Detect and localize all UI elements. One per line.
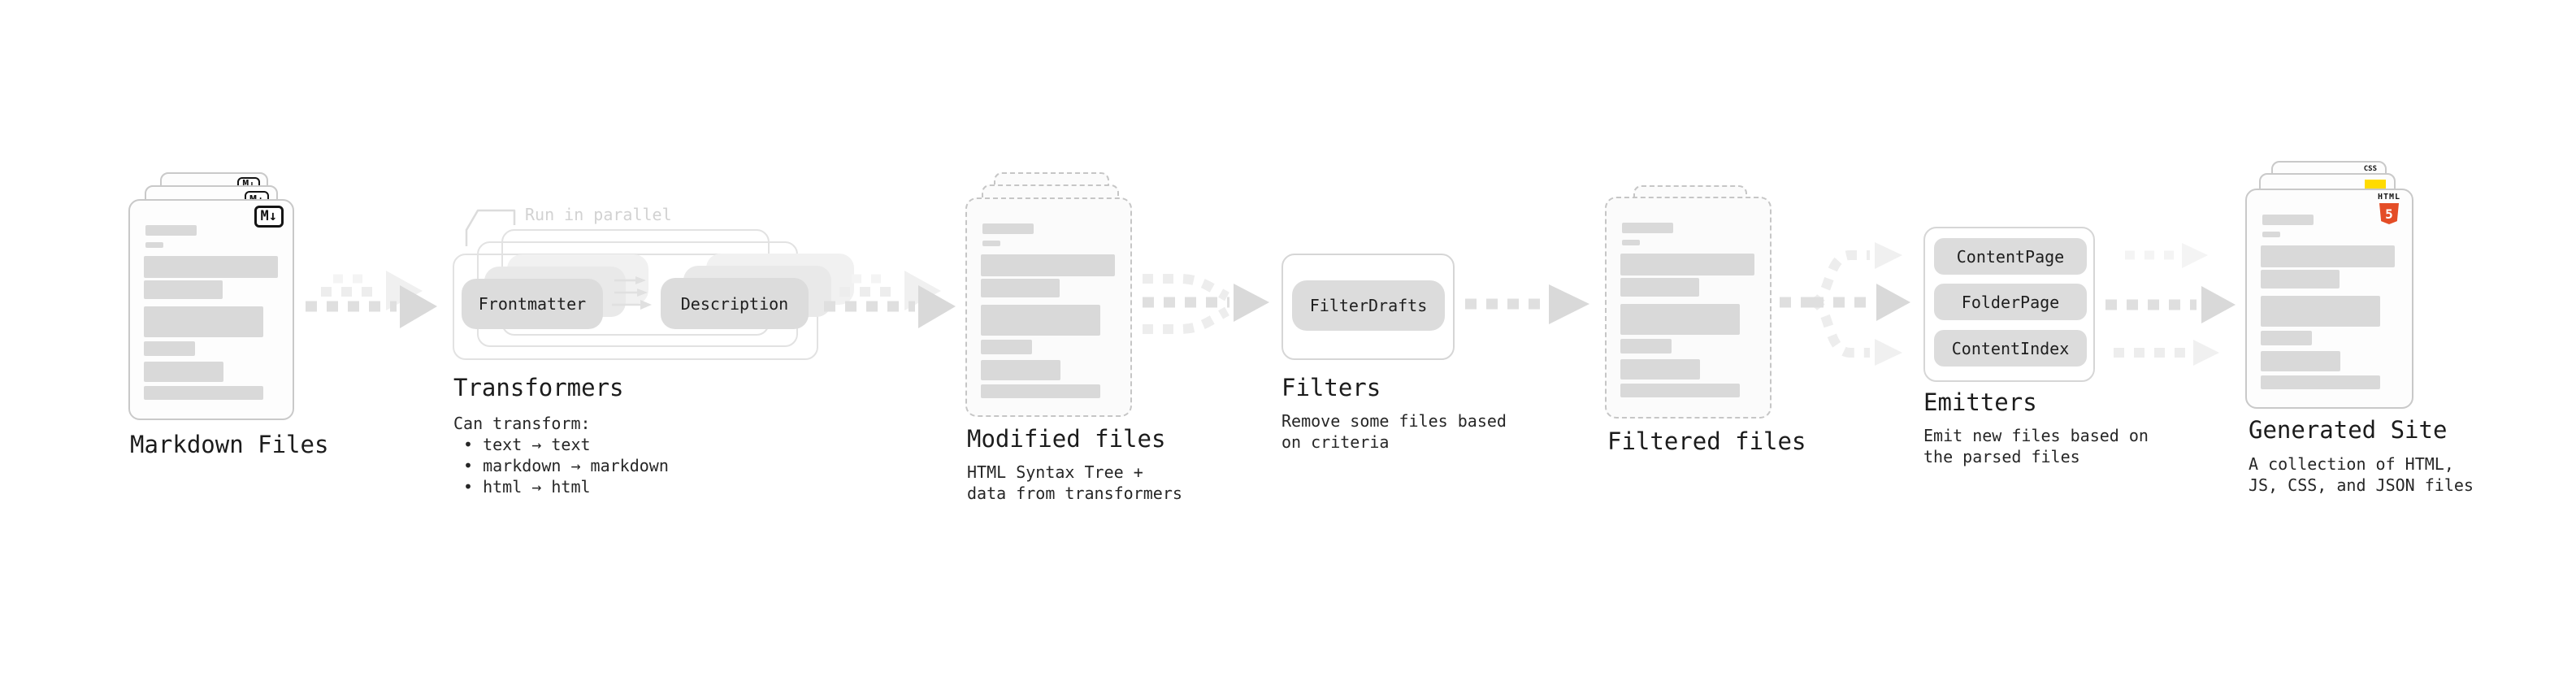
chip-folderpage: FolderPage [1934,284,2087,320]
skeleton-text-bar [2261,351,2340,371]
skeleton-text-bar [144,341,195,356]
stage-label-modified-files: Modified files [967,425,1166,453]
transformers-description: Can transform: • text → text • markdown … [453,413,669,497]
run-in-parallel-leader-line [465,209,516,246]
fan-in-arrow-modified-to-filters [1143,274,1269,334]
generated-site-description: A collection of HTML, JS, CSS, and JSON … [2249,453,2474,496]
skeleton-text-bar [2261,331,2312,345]
skeleton-text-bar [1622,223,1673,233]
modified-file-card-front [965,197,1132,417]
skeleton-text-bar [144,256,278,278]
skeleton-text-bar [982,223,1034,234]
skeleton-text-bar [1620,254,1754,275]
skeleton-text-bar [981,384,1100,398]
javascript-icon [2365,180,2386,189]
stage-label-generated-site: Generated Site [2249,416,2448,444]
markdown-icon: M↓ [254,206,284,228]
stage-label-filtered-files: Filtered files [1607,427,1806,455]
modified-files-description: HTML Syntax Tree + data from transformer… [967,462,1182,504]
chip-contentpage: ContentPage [1934,238,2087,275]
chip-frontmatter: Frontmatter [462,279,603,329]
skeleton-text-bar [2262,215,2314,225]
skeleton-text-bar [982,241,1000,246]
skeleton-text-bar [144,386,263,400]
chip-description: Description [661,278,809,329]
skeleton-text-bar [1620,384,1740,397]
desc-bullet: • text → text [463,435,591,454]
skeleton-text-bar [981,279,1060,297]
fan-out-arrow-filtered-to-emitters [1780,242,1910,366]
flow-arrows-emitters-to-generated [2105,243,2236,366]
desc-bullet: • markdown → markdown [463,456,669,475]
skeleton-text-bar [1622,240,1640,245]
generated-file-card-html: HTML 5 [2245,189,2413,409]
desc-line: HTML Syntax Tree + [967,462,1143,482]
html5-icon: HTML 5 [2377,193,2401,224]
skeleton-text-bar [145,225,197,236]
html5-icon-word: HTML [2377,193,2401,202]
stage-label-transformers: Transformers [453,374,624,401]
filters-description: Remove some files based on criteria [1281,410,1507,453]
stage-label-filters: Filters [1281,374,1381,401]
skeleton-text-bar [1620,339,1672,354]
skeleton-text-bar [144,306,263,337]
desc-line: on criteria [1281,432,1390,452]
skeleton-text-bar [1620,278,1699,297]
flow-arrow-filters-to-filtered [1465,284,1589,324]
skeleton-text-bar [981,360,1060,380]
desc-line: JS, CSS, and JSON files [2249,475,2474,495]
flow-arrow-transformers-to-modified [824,271,956,328]
skeleton-text-bar [1620,304,1740,335]
parallel-mini-arrows [612,276,652,310]
skeleton-text-bar [144,362,223,382]
stage-label-markdown-files: Markdown Files [130,431,329,458]
desc-line: Remove some files based [1281,411,1507,431]
desc-line: data from transformers [967,484,1182,503]
skeleton-text-bar [2262,232,2280,237]
markdown-file-card-front: M↓ [128,199,294,420]
emitters-description: Emit new files based on the parsed files [1923,425,2149,467]
desc-line: Emit new files based on [1923,426,2149,445]
flow-arrow-markdown-to-transformers [306,271,437,328]
html5-icon-shield: 5 [2379,203,2399,224]
stage-label-emitters: Emitters [1923,388,2037,416]
skeleton-text-bar [2261,296,2380,327]
filtered-file-card-front [1605,197,1772,419]
skeleton-text-bar [981,340,1032,354]
desc-line: A collection of HTML, [2249,454,2454,474]
run-in-parallel-annotation: Run in parallel [525,205,672,224]
skeleton-text-bar [145,242,163,248]
skeleton-text-bar [144,280,223,299]
desc-bullet: • html → html [463,477,591,497]
skeleton-text-bar [1620,359,1700,380]
skeleton-text-bar [981,305,1100,336]
skeleton-text-bar [2261,375,2380,389]
desc-line: Can transform: [453,414,591,433]
chip-filterdrafts: FilterDrafts [1292,280,1445,331]
skeleton-text-bar [981,254,1115,276]
chip-contentindex: ContentIndex [1934,330,2087,367]
desc-line: the parsed files [1923,447,2080,466]
skeleton-text-bar [2261,245,2395,267]
skeleton-text-bar [2261,270,2340,288]
